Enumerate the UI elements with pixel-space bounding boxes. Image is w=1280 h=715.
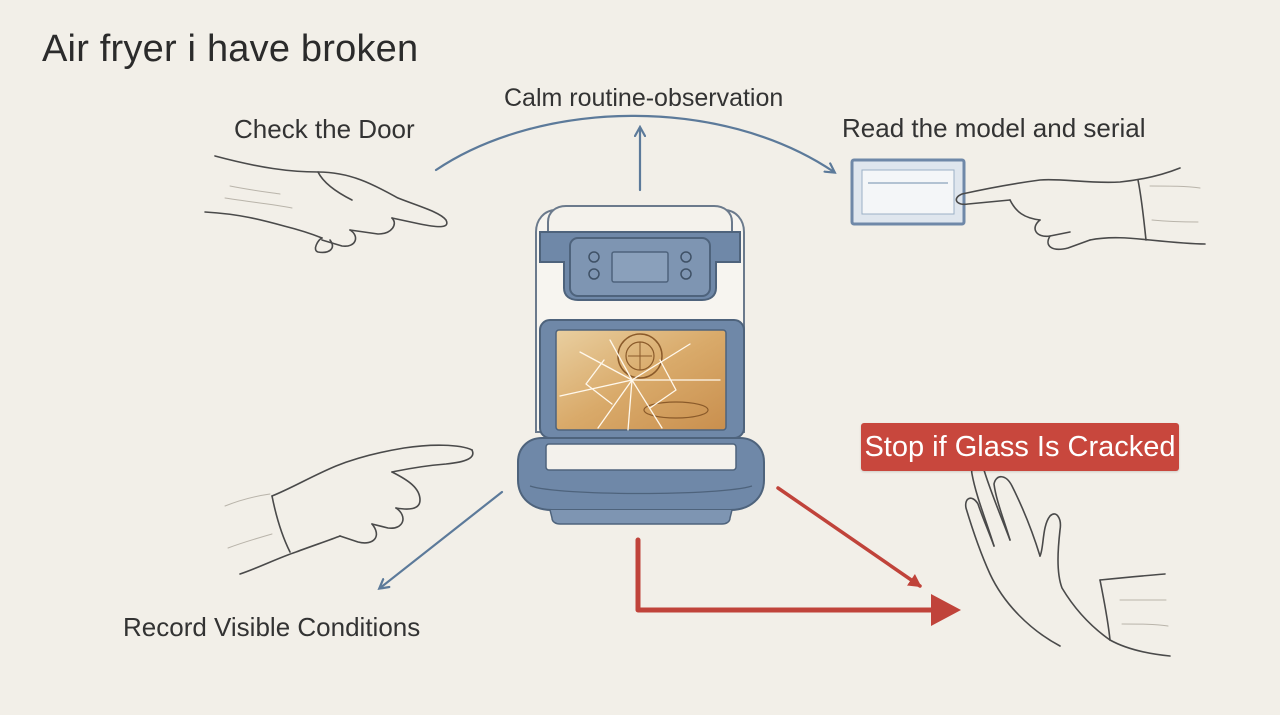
- stop-hand-icon: [964, 463, 1171, 657]
- calm-observation-label: Calm routine-observation: [504, 84, 784, 112]
- page-title: Air fryer i have broken: [42, 28, 419, 70]
- red-elbow-arrow: [635, 537, 961, 626]
- label-plate-icon: [850, 158, 966, 226]
- red-diagonal-arrow: [776, 486, 922, 588]
- pointing-hand-icon: [955, 167, 1206, 251]
- record-conditions-label: Record Visible Conditions: [123, 612, 421, 642]
- pointing-hand-icon: [224, 444, 474, 575]
- pointing-hand-icon: [204, 155, 448, 254]
- air-fryer-icon: [517, 205, 765, 525]
- stop-glass-badge: Stop if Glass Is Cracked: [861, 423, 1179, 471]
- flow-arc-arrow: [434, 114, 834, 172]
- check-door-label: Check the Door: [234, 114, 415, 144]
- down-left-arrow: [380, 490, 504, 588]
- read-model-serial-label: Read the model and serial: [842, 113, 1146, 143]
